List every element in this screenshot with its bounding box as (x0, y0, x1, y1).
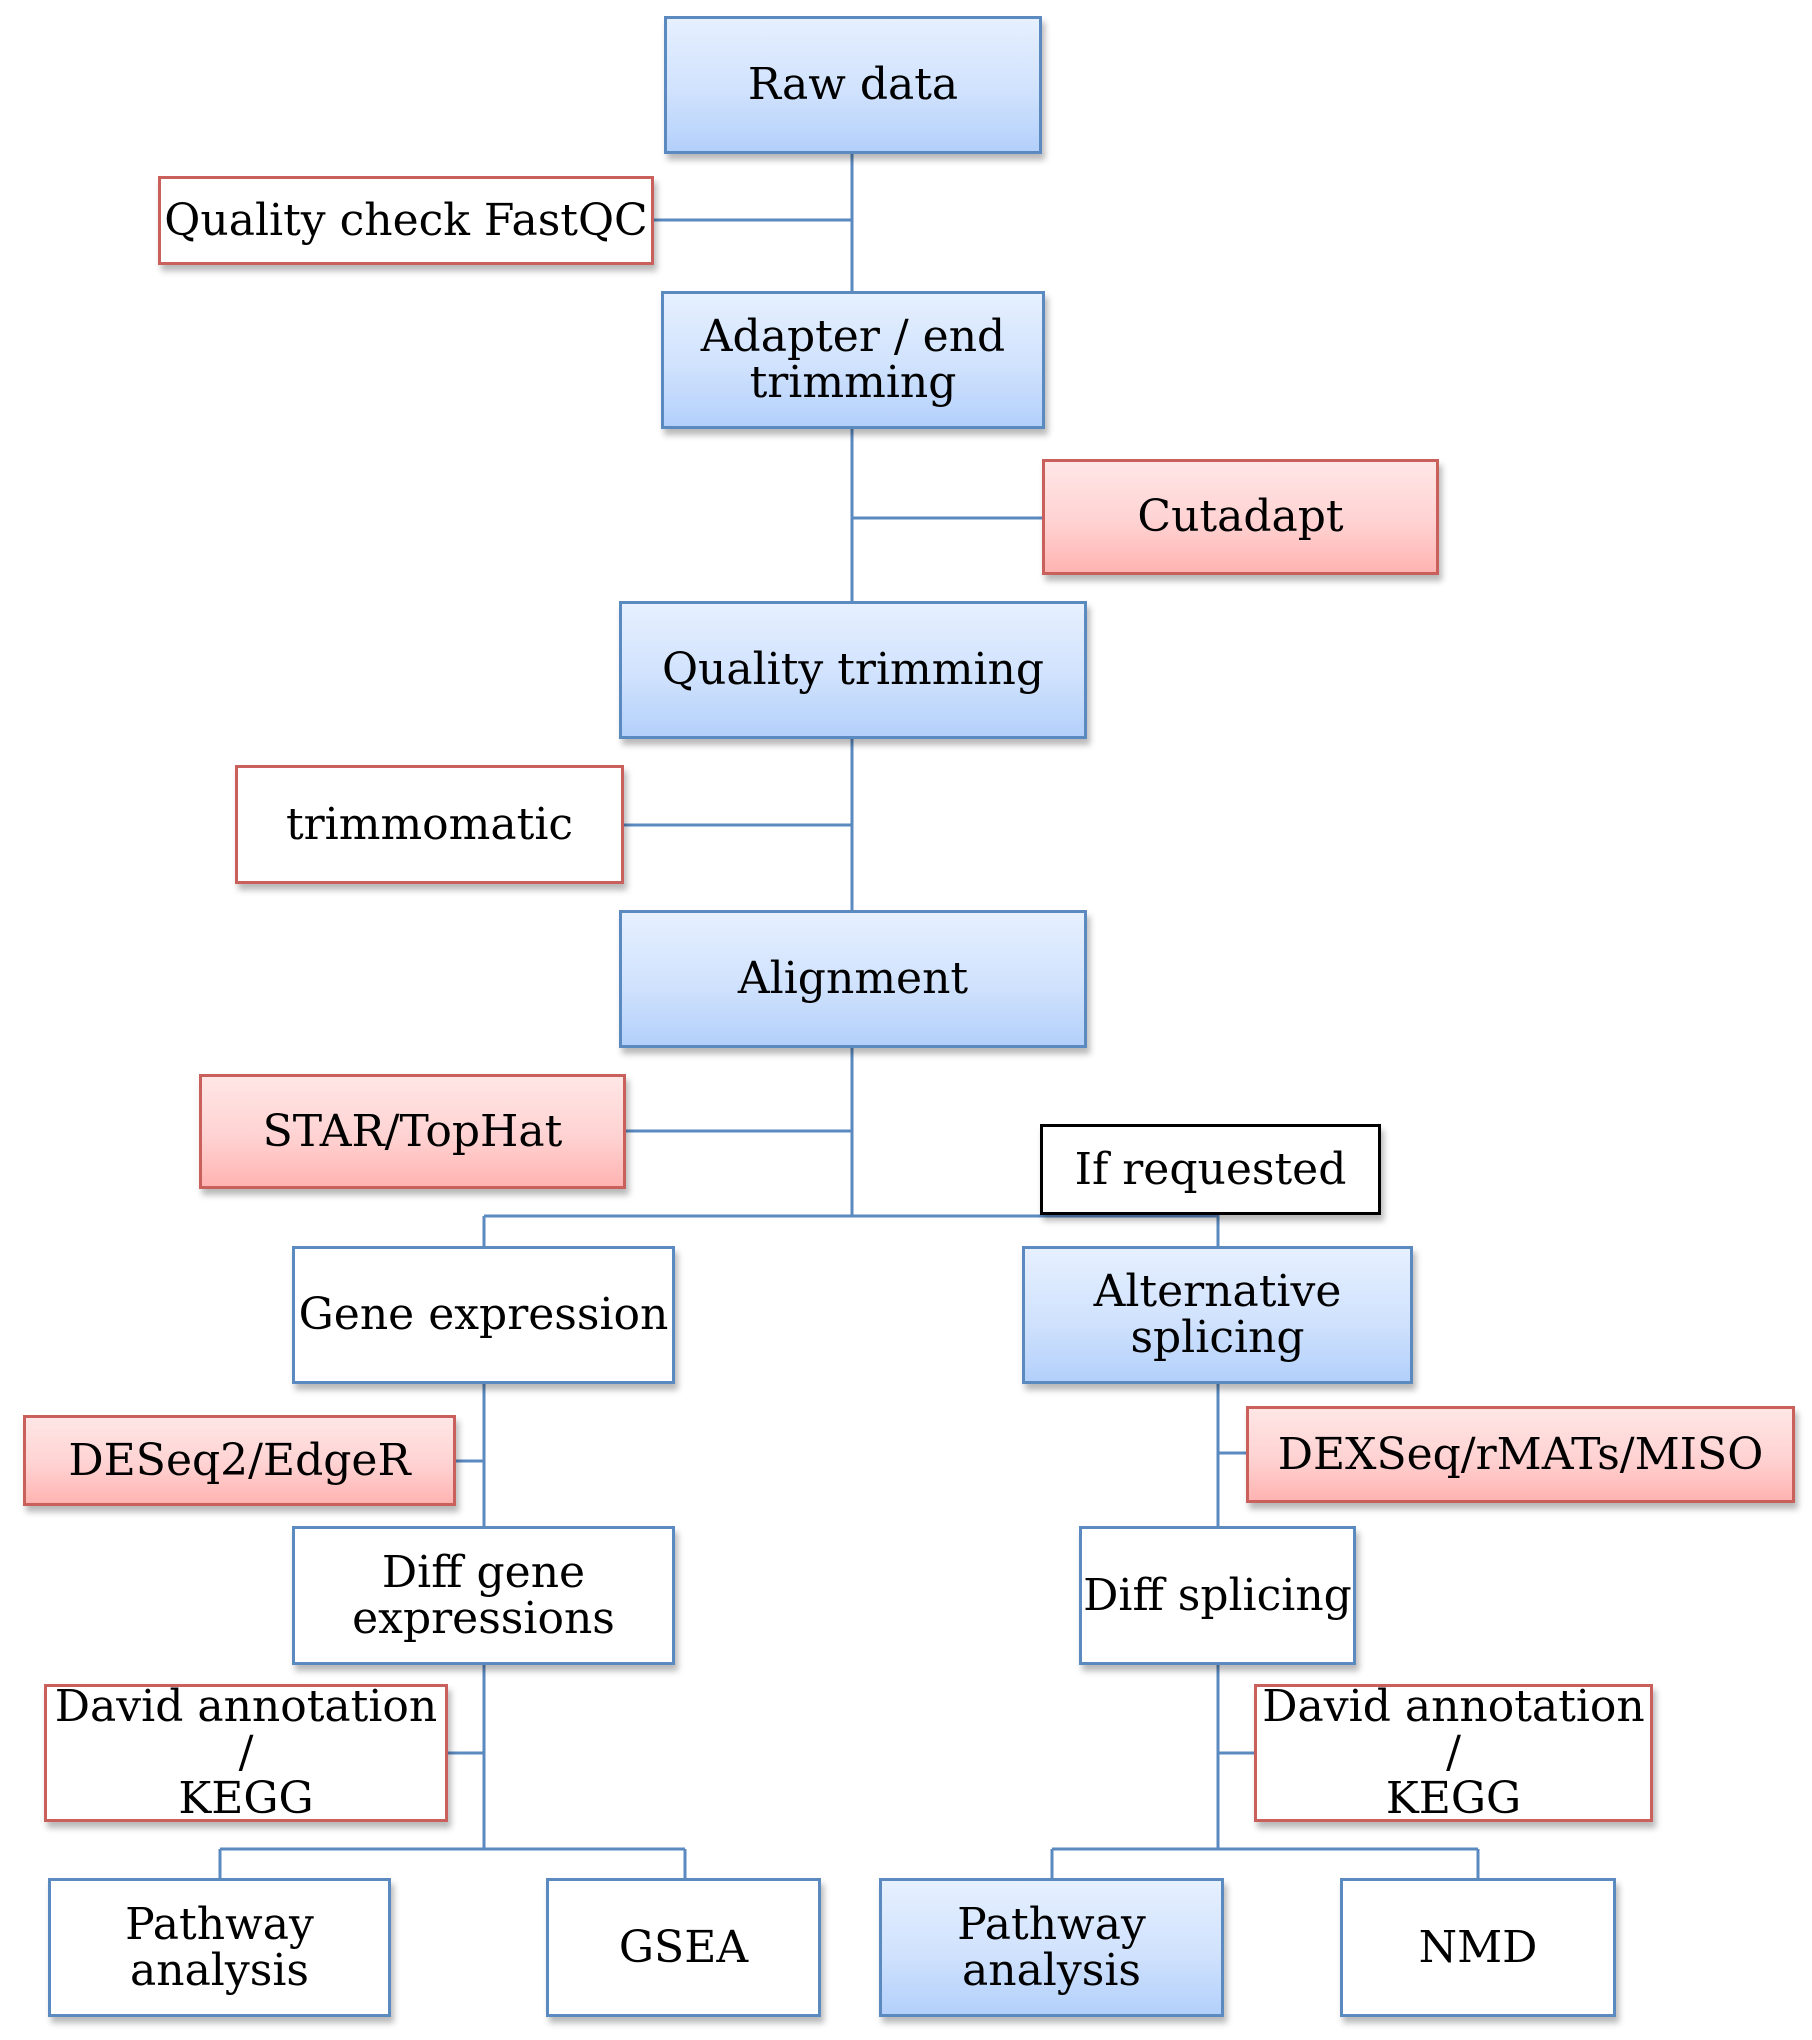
node-label: Gene expression (298, 1289, 669, 1340)
node-quality-trimming: Quality trimming (619, 601, 1087, 739)
node-label: DEXSeq/rMATs/MISO (1277, 1428, 1764, 1480)
node-label: Raw data (747, 59, 959, 110)
node-label: Alignment (737, 953, 969, 1004)
node-label: NMD (1418, 1921, 1538, 1973)
node-deseq-edger: DESeq2/EdgeR (23, 1415, 456, 1506)
node-trimmomatic: trimmomatic (235, 765, 624, 884)
node-pathway-analysis-right: Pathway analysis (879, 1878, 1224, 2017)
node-diff-gene-expressions: Diff gene expressions (292, 1526, 675, 1665)
node-cutadapt: Cutadapt (1042, 459, 1439, 575)
node-adapter-trimming: Adapter / end trimming (661, 291, 1045, 429)
node-quality-check-fastqc: Quality check FastQC (158, 176, 654, 265)
node-label: If requested (1074, 1143, 1347, 1195)
node-label: Quality check FastQC (164, 194, 648, 246)
node-label: DESeq2/EdgeR (68, 1434, 411, 1486)
node-david-kegg-left: David annotation / KEGG (44, 1684, 448, 1822)
node-label: Pathway analysis (125, 1898, 314, 1996)
node-label: Alternative splicing (1093, 1266, 1342, 1363)
node-label: GSEA (618, 1921, 749, 1973)
node-label: STAR/TopHat (262, 1105, 563, 1157)
node-gsea: GSEA (546, 1878, 821, 2017)
node-if-requested: If requested (1040, 1124, 1381, 1215)
node-label: Adapter / end trimming (700, 311, 1006, 408)
node-label: David annotation / KEGG (54, 1681, 438, 1824)
node-pathway-analysis-left: Pathway analysis (48, 1878, 391, 2017)
node-label: Pathway analysis (957, 1898, 1146, 1996)
node-nmd: NMD (1340, 1878, 1616, 2017)
node-david-kegg-right: David annotation / KEGG (1254, 1684, 1653, 1822)
node-gene-expression: Gene expression (292, 1246, 675, 1384)
node-label: David annotation / KEGG (1262, 1681, 1645, 1824)
node-label: trimmomatic (285, 798, 574, 850)
node-label: Diff gene expressions (352, 1546, 615, 1644)
node-label: Diff splicing (1083, 1569, 1352, 1621)
node-dexseq-rmats-miso: DEXSeq/rMATs/MISO (1246, 1406, 1795, 1503)
node-label: Quality trimming (661, 644, 1045, 695)
node-alignment: Alignment (619, 910, 1087, 1048)
node-raw-data: Raw data (664, 16, 1042, 154)
node-label: Cutadapt (1137, 491, 1344, 542)
node-alternative-splicing: Alternative splicing (1022, 1246, 1413, 1384)
node-star-tophat: STAR/TopHat (199, 1074, 626, 1189)
node-diff-splicing: Diff splicing (1079, 1526, 1356, 1665)
